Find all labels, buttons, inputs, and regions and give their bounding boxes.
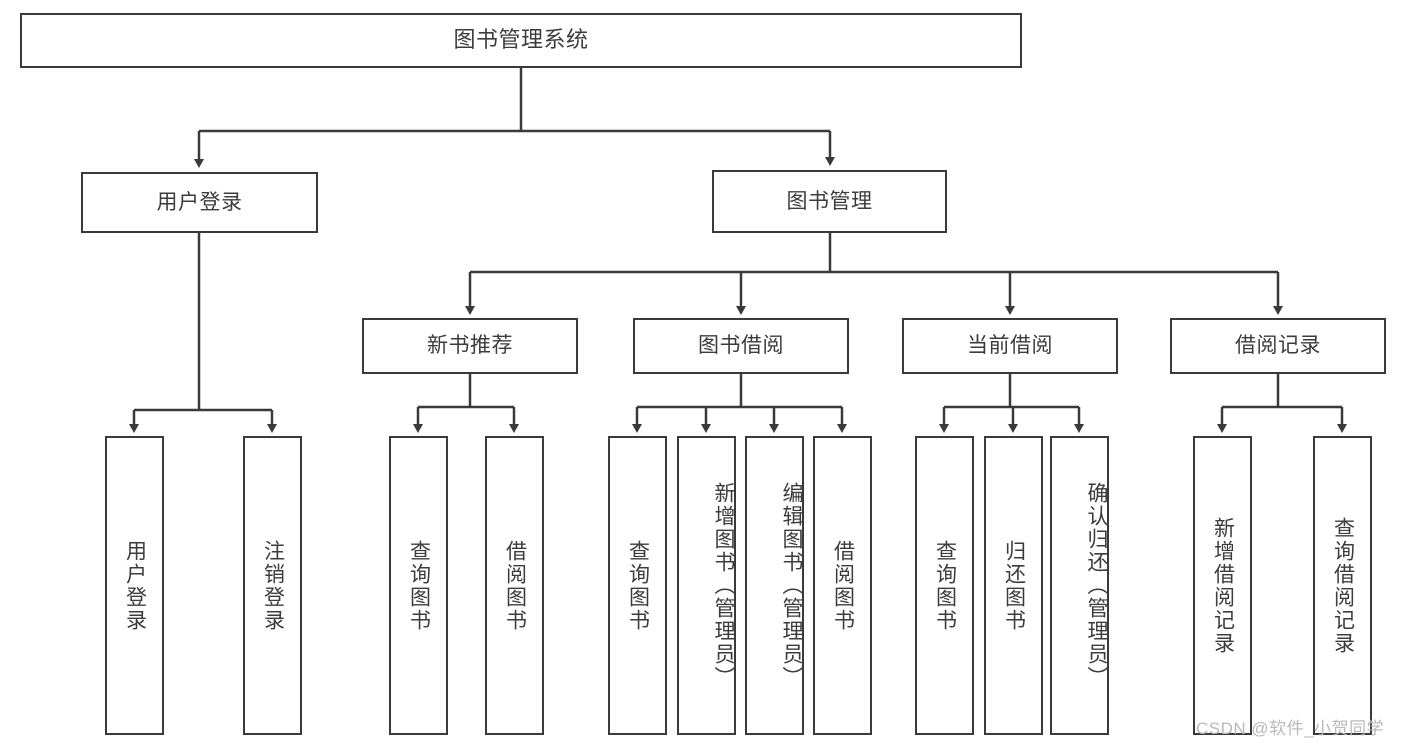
leaf-logout-label: 注销登录	[261, 539, 285, 632]
node-current-borrow-label: 当前借阅	[967, 334, 1053, 358]
leaf-edit-book-admin[interactable]: 编辑图书（管理员）	[745, 436, 804, 735]
leaf-borrow-book-nbr[interactable]: 借阅图书	[485, 436, 544, 735]
node-book-borrow-label: 图书借阅	[698, 334, 784, 358]
leaf-add-book-admin[interactable]: 新增图书（管理员）	[677, 436, 736, 735]
node-current-borrow[interactable]: 当前借阅	[902, 318, 1118, 374]
leaf-query-book-cb-label: 查询图书	[933, 539, 957, 632]
leaf-query-book-bb[interactable]: 查询图书	[608, 436, 667, 735]
leaf-add-borrow-record[interactable]: 新增借阅记录	[1193, 436, 1252, 735]
leaf-logout[interactable]: 注销登录	[243, 436, 302, 735]
leaf-borrow-book-bb-label: 借阅图书	[831, 539, 855, 632]
leaf-user-login-label: 用户登录	[123, 539, 147, 632]
watermark-csdn: CSDN @软件_小贺同学	[1196, 719, 1385, 738]
node-user-login-label: 用户登录	[156, 190, 243, 214]
leaf-query-book-nbr-label: 查询图书	[407, 539, 431, 632]
leaf-query-borrow-record-label: 查询借阅记录	[1331, 516, 1355, 655]
node-book-management[interactable]: 图书管理	[712, 170, 947, 233]
leaf-borrow-book-nbr-label: 借阅图书	[503, 539, 527, 632]
leaf-edit-book-admin-label: 编辑图书（管理员）	[780, 482, 803, 689]
node-new-book-recommend[interactable]: 新书推荐	[362, 318, 578, 374]
leaf-return-book-label: 归还图书	[1002, 539, 1026, 632]
leaf-add-book-admin-label: 新增图书（管理员）	[712, 482, 735, 689]
node-book-management-label: 图书管理	[786, 189, 873, 213]
leaf-borrow-book-bb[interactable]: 借阅图书	[813, 436, 872, 735]
node-root-system[interactable]: 图书管理系统	[20, 13, 1022, 68]
node-new-book-recommend-label: 新书推荐	[427, 334, 513, 358]
leaf-query-book-nbr[interactable]: 查询图书	[389, 436, 448, 735]
node-user-login[interactable]: 用户登录	[81, 172, 318, 233]
node-borrow-record[interactable]: 借阅记录	[1170, 318, 1386, 374]
leaf-return-book[interactable]: 归还图书	[984, 436, 1043, 735]
leaf-add-borrow-record-label: 新增借阅记录	[1211, 516, 1235, 655]
leaf-query-book-cb[interactable]: 查询图书	[915, 436, 974, 735]
leaf-query-borrow-record[interactable]: 查询借阅记录	[1313, 436, 1372, 735]
leaf-query-book-bb-label: 查询图书	[626, 539, 650, 632]
node-root-label: 图书管理系统	[453, 27, 589, 53]
leaf-confirm-return-admin-label: 确认归还（管理员）	[1085, 482, 1108, 689]
node-borrow-record-label: 借阅记录	[1235, 334, 1321, 358]
node-book-borrow[interactable]: 图书借阅	[633, 318, 849, 374]
leaf-confirm-return-admin[interactable]: 确认归还（管理员）	[1050, 436, 1109, 735]
leaf-user-login[interactable]: 用户登录	[105, 436, 164, 735]
